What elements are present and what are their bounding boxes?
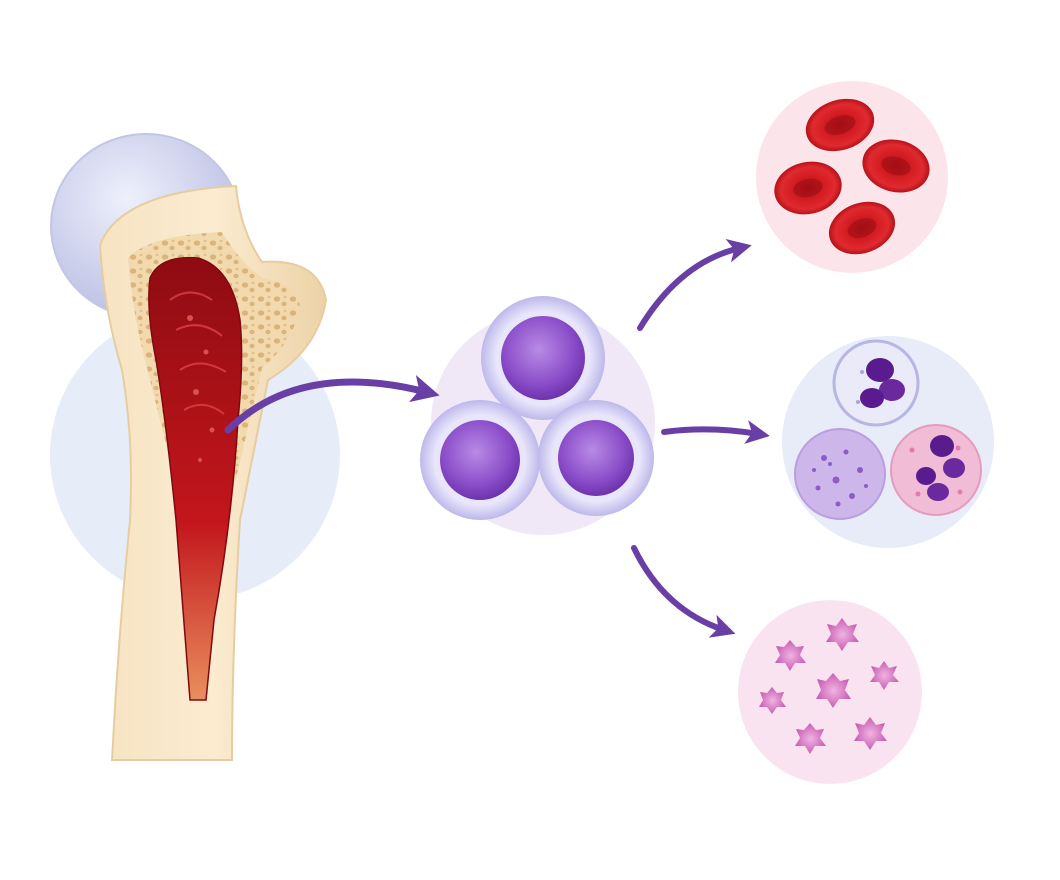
stem-cell-cluster xyxy=(420,296,654,520)
eosinophil-icon xyxy=(890,424,982,516)
arrow-icon xyxy=(637,239,752,331)
platelet-icon xyxy=(854,717,887,750)
arrow-icon xyxy=(661,420,770,444)
white-blood-cells xyxy=(794,339,982,520)
platelets xyxy=(759,618,899,754)
red-blood-cell-icon xyxy=(805,98,875,152)
femur-bone-icon xyxy=(50,133,328,761)
red-cell-background-circle xyxy=(756,81,948,273)
platelet-icon xyxy=(759,687,786,714)
arrow-icon xyxy=(224,374,440,434)
platelet-icon xyxy=(795,723,826,754)
platelet-icon xyxy=(775,640,806,671)
platelet-icon xyxy=(816,673,851,708)
arrow-icon xyxy=(631,545,736,638)
red-blood-cells xyxy=(774,98,930,255)
basophil-icon xyxy=(794,428,886,520)
platelet-icon xyxy=(870,661,899,690)
stem-cell-icon xyxy=(420,400,540,520)
red-blood-cell-icon xyxy=(774,161,842,215)
neutrophil-icon xyxy=(832,339,920,427)
red-blood-cell-icon xyxy=(862,139,930,193)
red-blood-cell-icon xyxy=(828,201,896,255)
stem-cell-icon xyxy=(538,400,654,516)
stem-cell-icon xyxy=(481,296,605,420)
platelet-icon xyxy=(826,618,859,651)
